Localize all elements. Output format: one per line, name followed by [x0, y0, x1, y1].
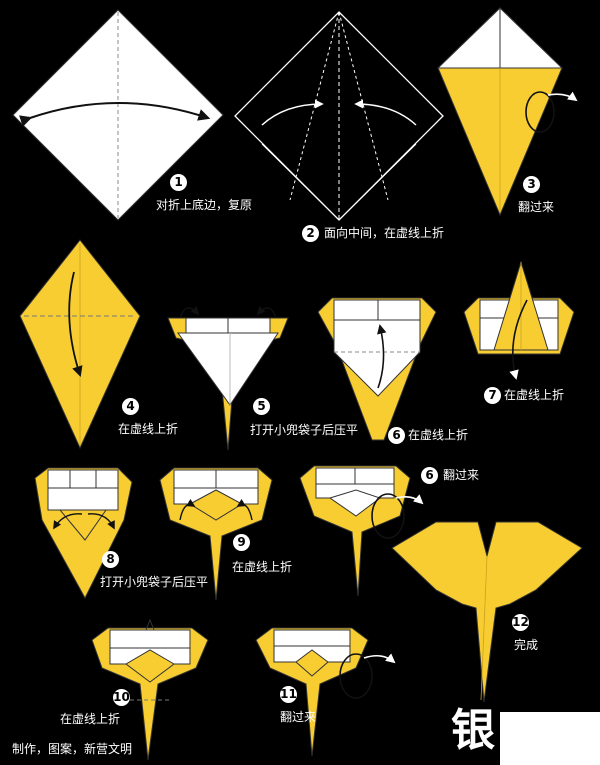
- step-5-figure: [167, 306, 289, 451]
- step-11-figure: [255, 627, 396, 757]
- step-3-figure: [436, 7, 578, 217]
- step-4-figure: [19, 239, 141, 450]
- step-number-badge: 10: [113, 689, 130, 706]
- step-number-badge: 7: [484, 387, 501, 404]
- step-caption: 对折上底边，复原: [156, 198, 253, 212]
- step-number-badge: 1: [170, 174, 187, 191]
- step-7-figure: [463, 260, 575, 380]
- step-8-figure: [34, 467, 133, 600]
- step-number-badge: 6: [421, 467, 438, 484]
- step-caption: 打开小兜袋子后压平: [100, 575, 209, 589]
- step-number-badge: 9: [233, 534, 250, 551]
- step-caption: 翻过来: [280, 710, 317, 724]
- step-caption: 在虚线上折: [504, 388, 565, 402]
- step-number-badge: 11: [280, 686, 297, 703]
- step-number-badge: 5: [253, 398, 270, 415]
- watermark-character: 银: [451, 705, 495, 756]
- step-number-badge: 8: [102, 551, 119, 568]
- step-number-badge: 6: [388, 427, 405, 444]
- step-caption: 面向中间，在虚线上折: [324, 226, 445, 240]
- step-caption: 翻过来: [443, 468, 480, 482]
- step-1-figure: [12, 9, 224, 221]
- step-10-figure: [91, 618, 209, 761]
- step-6b-figure: [299, 465, 424, 597]
- step-caption: 完成: [514, 638, 539, 652]
- step-2-figure: [234, 11, 444, 221]
- step-number-badge: 3: [523, 176, 540, 193]
- step-caption: 翻过来: [518, 200, 555, 214]
- step-number-badge: 2: [302, 225, 319, 242]
- watermark-box: [500, 712, 600, 765]
- step-caption: 在虚线上折: [408, 428, 469, 442]
- step-caption: 在虚线上折: [118, 422, 179, 436]
- step-12-figure: [391, 521, 583, 703]
- credit-text: 制作，图案，新营文明: [12, 742, 133, 756]
- step-caption: 在虚线上折: [60, 712, 121, 726]
- step-caption: 在虚线上折: [232, 560, 293, 574]
- step-9-figure: [159, 467, 273, 601]
- step-6-figure: [317, 297, 437, 441]
- step-number-badge: 12: [512, 614, 529, 631]
- step-number-badge: 4: [122, 398, 139, 415]
- step-caption: 打开小兜袋子后压平: [250, 423, 359, 437]
